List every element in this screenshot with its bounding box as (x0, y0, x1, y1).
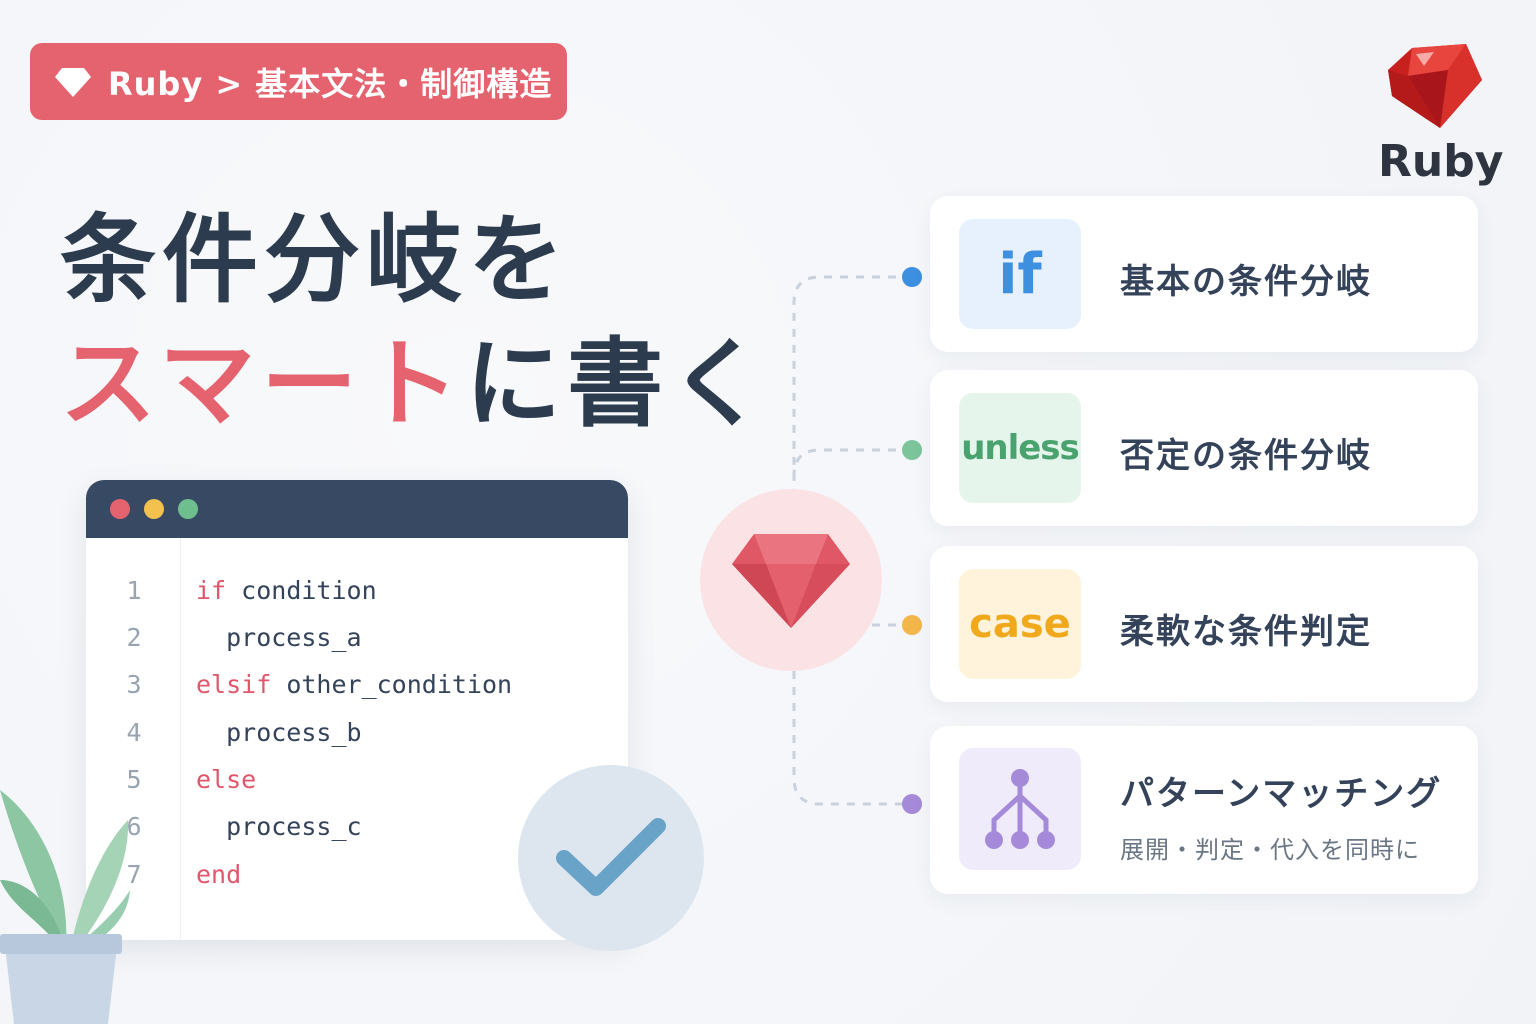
code-line: 1 if condition (86, 570, 377, 610)
feature-card-label: パターンマッチング (1120, 774, 1443, 814)
line-number: 3 (126, 669, 142, 699)
code-window-titlebar (86, 480, 628, 538)
code-keyword: elsif (196, 669, 272, 699)
headline-rest: に書く (465, 328, 772, 440)
line-number: 7 (126, 859, 142, 889)
feature-card-sublabel: 展開・判定・代入を同時に (1120, 836, 1420, 864)
code-text: process_c (196, 811, 362, 841)
line-number: 4 (126, 717, 142, 747)
plant-icon (0, 790, 130, 1024)
feature-card[interactable]: unless 否定の条件分岐 (930, 370, 1478, 526)
connector-dot-case (902, 615, 922, 635)
code-text: elsif other_condition (196, 670, 512, 699)
code-line: 6 process_c (86, 806, 362, 846)
feature-card[interactable]: case 柔軟な条件判定 (930, 546, 1478, 702)
gutter-separator (180, 538, 181, 940)
code-text: if condition (196, 576, 377, 605)
ruby-logo: Ruby (1378, 40, 1504, 190)
connector-dot-if (902, 267, 922, 287)
code-text: process_a (196, 622, 362, 652)
feature-card-label: 柔軟な条件判定 (1120, 612, 1372, 652)
code-rest: condition (226, 575, 377, 605)
code-rest: process_a (196, 622, 362, 652)
connector-dot-unless (902, 440, 922, 460)
code-body: 1 if condition 2 process_a 3 elsif other_con… (86, 480, 628, 940)
check-badge (518, 765, 704, 951)
code-line: 3 elsif other_condition (86, 664, 512, 704)
code-rest: process_c (196, 811, 362, 841)
ruby-gem-logo-icon (1388, 44, 1482, 128)
line-number: 2 (126, 622, 142, 652)
code-text: end (196, 860, 241, 889)
breadcrumb-text: Ruby > 基本文法・制御構造 (108, 64, 553, 103)
feature-card[interactable]: 展開・判定・代入を同時に パターンマッチング (930, 726, 1478, 894)
feature-card-tile: if (959, 219, 1081, 329)
window-close-dot[interactable] (110, 499, 130, 519)
code-rest: process_b (196, 717, 362, 747)
connector-dot-pattern (902, 794, 922, 814)
window-minimize-dot[interactable] (144, 499, 164, 519)
breadcrumb[interactable]: Ruby > 基本文法・制御構造 (30, 43, 567, 120)
code-line: 2 process_a (86, 617, 362, 657)
line-number: 5 (126, 764, 142, 794)
line-number: 1 (126, 575, 142, 605)
code-keyword: end (196, 859, 242, 889)
feature-card-tile: case (959, 569, 1081, 679)
checkmark-icon (556, 818, 666, 896)
ruby-gem-icon (732, 534, 850, 628)
headline: 条件分岐を スマートに書く (60, 200, 771, 444)
feature-card-tile (959, 748, 1081, 870)
code-keyword: else (196, 764, 257, 794)
feature-card-label: 否定の条件分岐 (1120, 436, 1372, 476)
headline-line-2: スマートに書く (60, 324, 771, 444)
code-rest: other_condition (271, 669, 513, 699)
feature-card[interactable]: if 基本の条件分岐 (930, 196, 1478, 352)
line-number: 6 (126, 811, 142, 841)
code-keyword: if (196, 575, 227, 605)
ruby-wordmark: Ruby (1378, 136, 1504, 187)
code-line: 5 else (86, 759, 256, 799)
center-gem-badge (700, 489, 882, 671)
code-line: 7 end (86, 854, 241, 894)
feature-card-tile: unless (959, 393, 1081, 503)
headline-accent: スマート (60, 328, 466, 440)
branch-tree-icon (985, 769, 1055, 849)
code-text: else (196, 765, 256, 794)
window-maximize-dot[interactable] (178, 499, 198, 519)
code-line: 4 process_b (86, 712, 362, 752)
gem-icon (55, 67, 91, 97)
headline-line-1: 条件分岐を (60, 204, 570, 316)
feature-card-label: 基本の条件分岐 (1120, 262, 1372, 302)
code-text: process_b (196, 717, 362, 747)
